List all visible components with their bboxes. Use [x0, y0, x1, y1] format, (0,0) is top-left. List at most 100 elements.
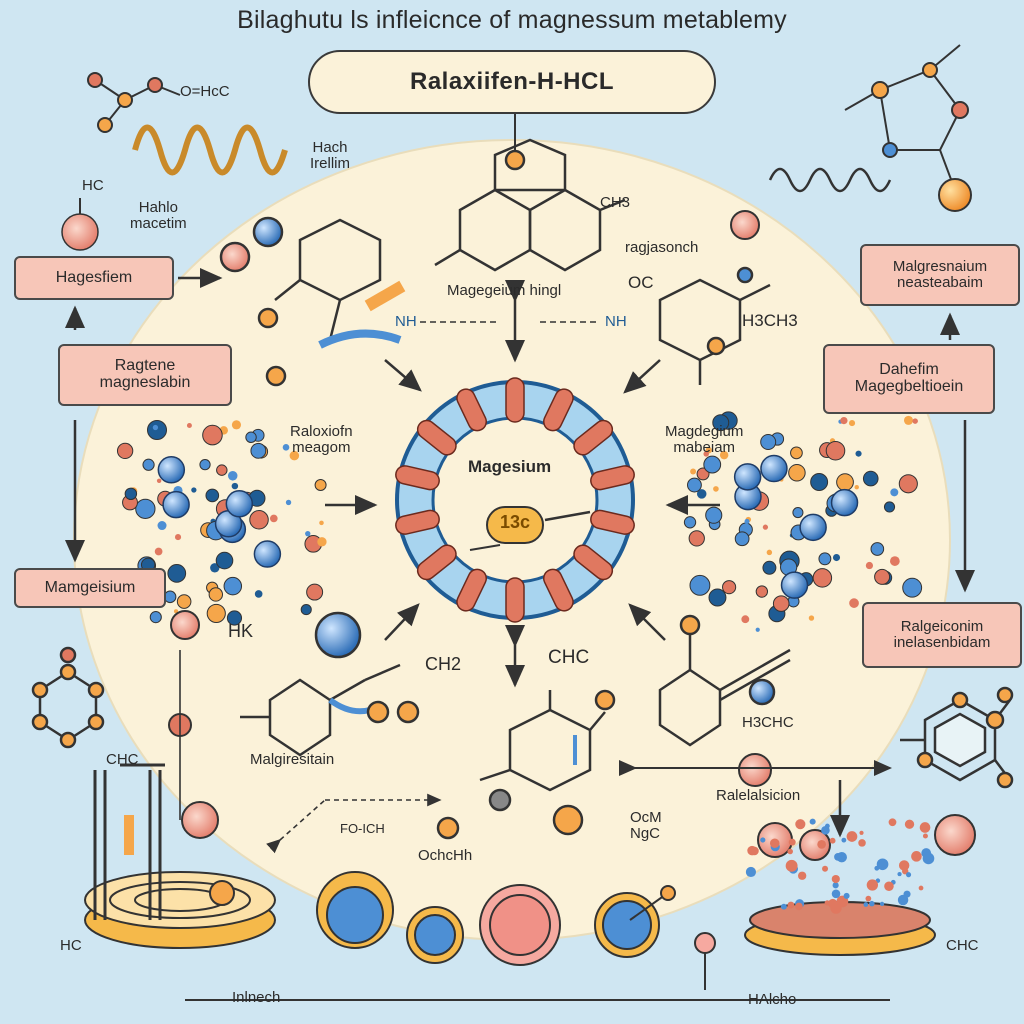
- particle: [818, 552, 832, 566]
- tray-dots: [745, 818, 935, 914]
- particle: [124, 487, 138, 501]
- ring-cell: [573, 419, 614, 456]
- particle: [788, 464, 806, 482]
- particle: [210, 563, 220, 573]
- particle: [269, 514, 278, 523]
- particle: [116, 442, 134, 460]
- tray-dot: [898, 860, 910, 871]
- ring-cell: [416, 419, 457, 456]
- ring-cell: [456, 388, 488, 432]
- particle: [854, 484, 859, 490]
- box-mamgeisium: Mamgeisium: [14, 568, 166, 608]
- atom-icon: [733, 463, 762, 491]
- particle: [874, 568, 891, 585]
- tray-dot: [745, 866, 756, 878]
- particle: [319, 520, 324, 526]
- particle: [760, 434, 777, 450]
- ring-cell: [542, 568, 574, 612]
- bottom-dishes: [316, 871, 676, 966]
- label-h3ch3: H3CH3: [742, 311, 798, 330]
- particle: [808, 615, 815, 621]
- particle: [216, 464, 228, 476]
- particle: [135, 498, 156, 519]
- tray-dot: [843, 892, 850, 899]
- particle: [314, 478, 327, 491]
- particle: [744, 518, 750, 524]
- label-nh-left: NH: [395, 313, 417, 330]
- particle: [755, 627, 760, 632]
- label-nh-right: NH: [605, 313, 627, 330]
- tray-dot: [787, 901, 795, 909]
- particle: [317, 537, 327, 547]
- particle: [849, 598, 859, 608]
- particle: [832, 553, 841, 562]
- particle: [254, 590, 263, 598]
- tray-dot: [906, 872, 912, 878]
- particle: [208, 587, 224, 602]
- tray-dot: [795, 819, 806, 830]
- top-left-helix-icon: [132, 124, 288, 176]
- label-hk-left: HK: [228, 621, 254, 641]
- particle: [712, 414, 730, 432]
- particle: [152, 424, 159, 431]
- atom-icon: [253, 540, 282, 568]
- particle: [154, 547, 163, 556]
- atom-icon: [760, 454, 788, 483]
- particle: [903, 415, 914, 425]
- particle: [762, 524, 769, 530]
- left-particle-cluster: [116, 420, 327, 626]
- crystal-tray-icon: [738, 753, 976, 956]
- label-ch2-center: CH2: [425, 654, 462, 674]
- left-atom-icon: [61, 213, 99, 251]
- particle: [176, 594, 192, 609]
- particle: [890, 556, 900, 566]
- particle: [250, 442, 267, 459]
- tray-dot: [922, 852, 935, 865]
- particle: [289, 450, 300, 461]
- particle: [755, 585, 769, 598]
- particle: [849, 420, 856, 427]
- particle: [215, 551, 234, 570]
- particle: [191, 487, 197, 493]
- label-hhc-right: H3CHC: [742, 714, 794, 731]
- tray-dot: [911, 851, 922, 862]
- particle: [862, 470, 879, 487]
- label-hc-bottom: HC: [60, 937, 82, 954]
- tray-dot: [832, 882, 839, 889]
- particle: [245, 431, 257, 443]
- label-ch3-top: CH3: [600, 194, 631, 211]
- particle: [231, 482, 239, 490]
- label-oc-right: OC: [628, 273, 654, 292]
- tray-dot: [824, 823, 830, 829]
- tray-dot: [922, 833, 928, 839]
- particle: [282, 444, 290, 451]
- bottom-pin-icon: [694, 932, 716, 954]
- label-chc-left: CHC: [106, 751, 139, 768]
- particle: [708, 588, 727, 607]
- particle: [285, 499, 292, 506]
- tray-dot: [858, 839, 866, 847]
- particle: [163, 590, 177, 604]
- tray-dot: [918, 885, 924, 891]
- tray-dot: [831, 874, 840, 884]
- particle: [722, 580, 737, 595]
- particle: [719, 450, 729, 460]
- particle: [249, 510, 269, 530]
- ring-cell: [395, 465, 440, 491]
- tray-dot: [869, 900, 875, 907]
- label-inlnech: Inlnech: [232, 989, 281, 1006]
- label-ochchh: OchcHh: [418, 847, 473, 864]
- tray-dot: [884, 881, 894, 892]
- particle: [870, 542, 885, 556]
- particle: [902, 577, 923, 598]
- ring-cell: [505, 377, 525, 423]
- tray-dot: [846, 831, 858, 842]
- particle: [305, 531, 311, 537]
- bottom-left-molecule-icon: [240, 611, 420, 757]
- particle: [734, 531, 750, 547]
- atom-icon: [780, 571, 809, 599]
- particle: [202, 424, 223, 446]
